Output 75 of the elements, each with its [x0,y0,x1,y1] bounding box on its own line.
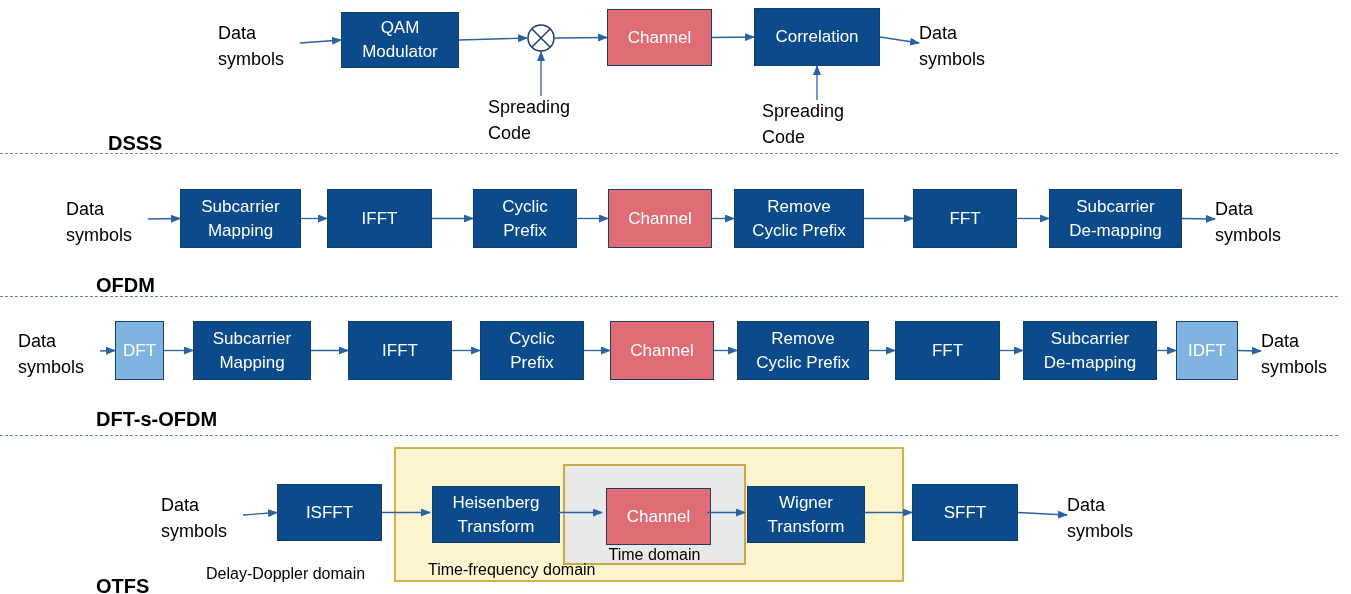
process-block: DFT [115,321,164,380]
arrow [1156,346,1177,355]
io-label: Data symbols [18,330,85,379]
process-block: Subcarrier Mapping [193,321,311,380]
arrow [583,346,611,355]
process-block: Channel [608,189,712,248]
domain-region [563,464,746,565]
arrow [713,346,738,355]
arrow [557,508,603,517]
process-block: SFFT [912,484,1018,541]
process-block: IDFT [1176,321,1238,380]
arrow [300,214,328,223]
process-block: Wigner Transform [747,486,865,543]
arrow [1016,214,1050,223]
arrow [99,346,116,355]
process-block: Remove Cyclic Prefix [734,189,864,248]
process-block: ISFFT [277,484,382,541]
arrow [1237,346,1262,355]
process-block: Correlation [754,8,880,66]
io-label: Data symbols [218,22,285,71]
arrow [431,214,474,223]
arrow [147,214,181,223]
process-block: IFFT [348,321,452,380]
arrow [576,214,609,223]
io-label: Data symbols [161,494,228,543]
arrow [458,34,528,43]
io-label: Data symbols [919,22,986,71]
process-block: FFT [895,321,1000,380]
arrow [537,51,545,97]
arrow [706,508,746,517]
process-block: Remove Cyclic Prefix [737,321,869,380]
section-title: OTFS [96,574,150,594]
arrow [1181,214,1216,223]
domain-label: Delay-Doppler domain [206,564,366,584]
io-label: Data symbols [1215,198,1282,247]
process-block: Subcarrier De-mapping [1049,189,1182,248]
io-label: Spreading Code [762,100,846,149]
arrow [163,346,194,355]
arrow [863,214,914,223]
arrow [554,33,608,42]
section-title: DFT-s-OFDM [96,407,218,432]
process-block: IFFT [327,189,432,248]
domain-label: Time domain [607,545,702,565]
arrow [711,214,735,223]
arrow [868,346,896,355]
domain-label: Time-frequency domain [428,560,596,580]
process-block: Channel [610,321,714,380]
multiplier-symbol [527,24,555,52]
arrow [813,65,821,101]
arrow [999,346,1024,355]
arrow [299,36,342,45]
process-block: Subcarrier De-mapping [1023,321,1157,380]
io-label: Data symbols [1261,330,1328,379]
process-block: Subcarrier Mapping [180,189,301,248]
arrow [381,508,431,517]
section-title: DSSS [108,131,163,156]
arrow [242,509,278,518]
arrow [711,33,755,42]
io-label: Data symbols [1067,494,1134,543]
arrow [451,346,481,355]
process-block: Channel [607,9,712,66]
section-title: OFDM [96,273,155,298]
process-block: Cyclic Prefix [480,321,584,380]
io-label: Spreading Code [488,96,572,145]
process-block: FFT [913,189,1017,248]
arrow [1017,510,1068,519]
arrow [310,346,349,355]
domain-region [394,447,904,582]
arrow [862,508,913,517]
process-block: Channel [606,488,711,545]
process-block: QAM Modulator [341,12,459,68]
io-label: Data symbols [66,198,133,247]
arrow [879,36,920,46]
process-block: Cyclic Prefix [473,189,577,248]
process-block: Heisenberg Transform [432,486,560,543]
